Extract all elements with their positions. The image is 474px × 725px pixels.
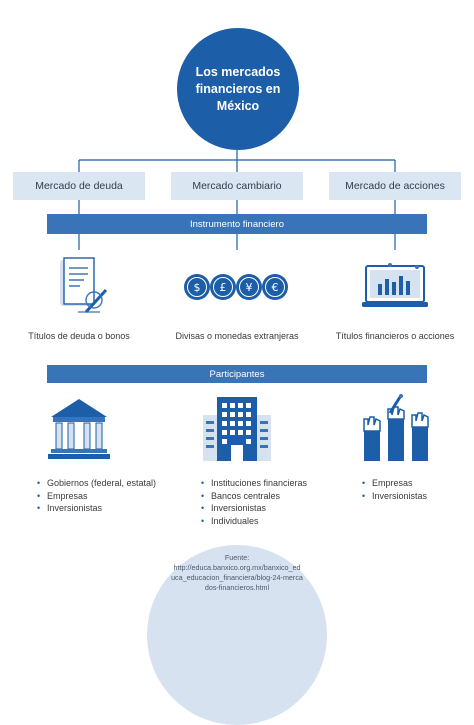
list-item: Empresas bbox=[362, 477, 427, 490]
pound-symbol: £ bbox=[220, 281, 227, 294]
dollar-symbol: $ bbox=[194, 281, 201, 294]
market-box-cambiario: Mercado cambiario bbox=[171, 172, 303, 200]
participants-list-cambiario: Instituciones financieras Bancos central… bbox=[201, 477, 307, 527]
market-label-cambiario: Mercado cambiario bbox=[192, 180, 282, 192]
stock-chart-monitor-icon bbox=[362, 263, 428, 307]
instrument-band: Instrumento financiero bbox=[47, 214, 427, 234]
market-label-acciones: Mercado de acciones bbox=[345, 180, 445, 192]
source-heading: Fuente: bbox=[224, 553, 250, 562]
list-item: Inversionistas bbox=[201, 502, 307, 515]
currency-coins-icon: $ £ ¥ € bbox=[184, 274, 288, 300]
list-item: Inversionistas bbox=[37, 502, 156, 515]
participants-band-label: Participantes bbox=[209, 368, 265, 380]
participants-band: Participantes bbox=[47, 365, 427, 383]
page-title: Los mercados financieros en México bbox=[195, 64, 281, 113]
source-text: Fuente: http://educa.banxico.org.mx/banx… bbox=[150, 553, 324, 593]
yen-symbol: ¥ bbox=[246, 281, 253, 294]
participants-list-deuda: Gobiernos (federal, estatal) Empresas In… bbox=[37, 477, 156, 515]
raised-hands-icon bbox=[363, 394, 429, 461]
market-label-deuda: Mercado de deuda bbox=[35, 180, 123, 192]
bond-document-icon bbox=[60, 257, 108, 314]
list-item: Empresas bbox=[37, 490, 156, 503]
title-circle: Los mercados financieros en México bbox=[177, 28, 299, 150]
source-url-line: http://educa.banxico.org.mx/banxico_ed bbox=[173, 563, 301, 572]
instrument-caption-acciones: Títulos financieros o acciones bbox=[335, 331, 455, 341]
source-url-line: uca_educacion_financiera/blog-24-merca bbox=[171, 573, 303, 582]
list-item: Individuales bbox=[201, 515, 307, 528]
market-box-deuda: Mercado de deuda bbox=[13, 172, 145, 200]
office-building-icon bbox=[203, 397, 271, 461]
connector-lines bbox=[78, 150, 396, 250]
list-item: Instituciones financieras bbox=[201, 477, 307, 490]
instrument-caption-deuda: Títulos de deuda o bonos bbox=[28, 331, 130, 341]
list-item: Gobiernos (federal, estatal) bbox=[37, 477, 156, 490]
list-item: Inversionistas bbox=[362, 490, 427, 503]
instrument-band-label: Instrumento financiero bbox=[190, 218, 284, 230]
market-box-acciones: Mercado de acciones bbox=[329, 172, 461, 200]
list-item: Bancos centrales bbox=[201, 490, 307, 503]
source-url-line: dos-financieros.html bbox=[204, 583, 270, 592]
euro-symbol: € bbox=[272, 281, 279, 294]
instrument-caption-cambiario: Divisas o monedas extranjeras bbox=[175, 331, 299, 341]
government-building-icon bbox=[48, 399, 110, 459]
participants-list-acciones: Empresas Inversionistas bbox=[362, 477, 427, 502]
